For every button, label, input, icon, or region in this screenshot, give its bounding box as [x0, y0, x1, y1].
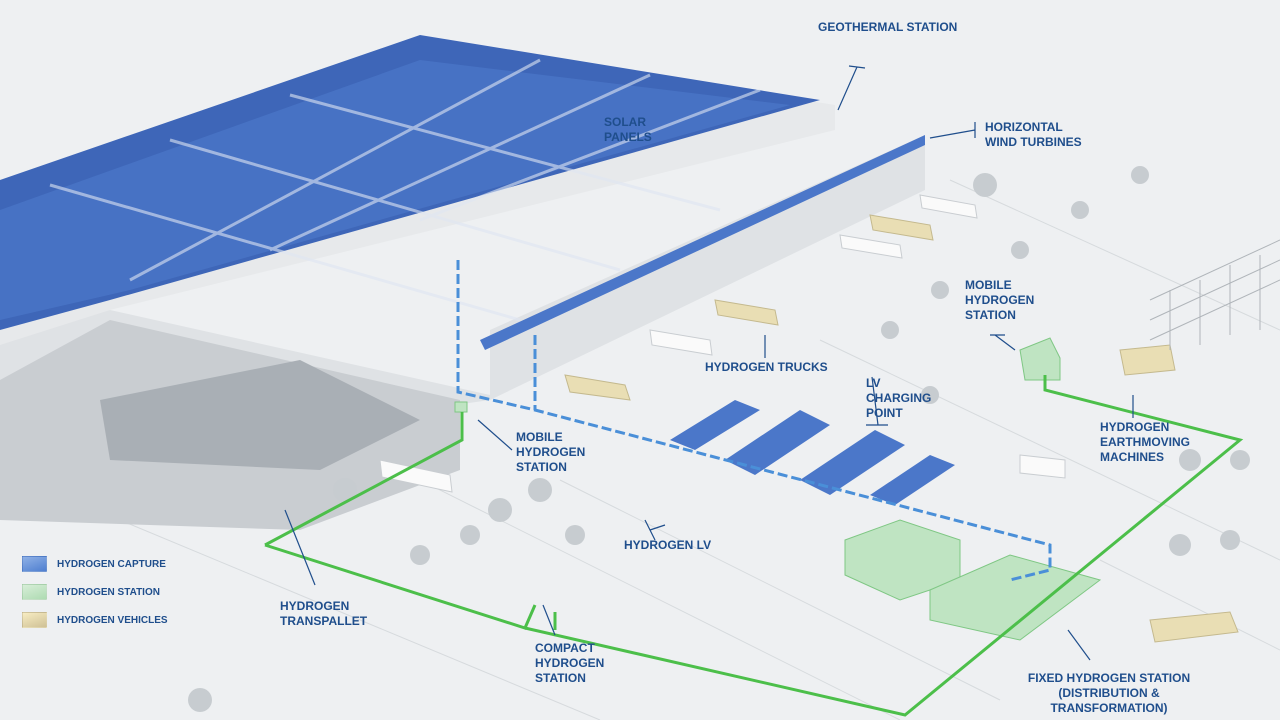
- lv-charging-canopies: [670, 400, 955, 505]
- legend-label: HYDROGEN VEHICLES: [57, 614, 168, 626]
- label-hydrogen-earthmoving-machines: HYDROGEN EARTHMOVING MACHINES: [1100, 420, 1190, 464]
- label-mobile-hydrogen-station-right: MOBILE HYDROGEN STATION: [965, 278, 1035, 322]
- white-trucks: [379, 194, 1066, 493]
- legend-swatch-station: [22, 584, 47, 600]
- label-lv-charging-point: LV CHARGING POINT: [866, 376, 932, 420]
- label-fixed-hydrogen-station: FIXED HYDROGEN STATION (DISTRIBUTION & T…: [1027, 671, 1191, 715]
- label-leader-lines: [284, 65, 1134, 661]
- label-geothermal-station: GEOTHERMAL STATION: [818, 20, 958, 34]
- hydrogen-station-route: [264, 375, 1244, 717]
- label-hydrogen-trucks: HYDROGEN TRUCKS: [705, 360, 828, 374]
- legend-swatch-vehicles: [22, 612, 47, 628]
- legend-swatch-capture: [22, 556, 47, 572]
- trees: [188, 166, 1250, 712]
- legend-item-capture: HYDROGEN CAPTURE: [22, 550, 168, 578]
- legend-item-vehicles: HYDROGEN VEHICLES: [22, 606, 168, 634]
- label-compact-hydrogen-station: COMPACT HYDROGEN STATION: [535, 641, 605, 685]
- legend-item-station: HYDROGEN STATION: [22, 578, 168, 606]
- solar-panels: [0, 35, 925, 350]
- legend-label: HYDROGEN CAPTURE: [57, 558, 166, 570]
- label-hydrogen-lv: HYDROGEN LV: [624, 538, 712, 552]
- label-solar-panels: SOLAR PANELS: [604, 115, 652, 144]
- legend-label: HYDROGEN STATION: [57, 586, 160, 598]
- label-mobile-hydrogen-station-left: MOBILE HYDROGEN STATION: [516, 430, 586, 474]
- legend: HYDROGEN CAPTURE HYDROGEN STATION HYDROG…: [22, 550, 168, 634]
- hydrogen-stations: [454, 337, 1102, 641]
- hydrogen-trucks: [564, 214, 1239, 643]
- label-hydrogen-transpallet: HYDROGEN TRANSPALLET: [280, 599, 368, 628]
- hydrogen-capture-route: [456, 260, 1052, 582]
- geothermal-structure: [1149, 239, 1280, 350]
- label-horizontal-wind-turbines: HORIZONTAL WIND TURBINES: [985, 120, 1082, 149]
